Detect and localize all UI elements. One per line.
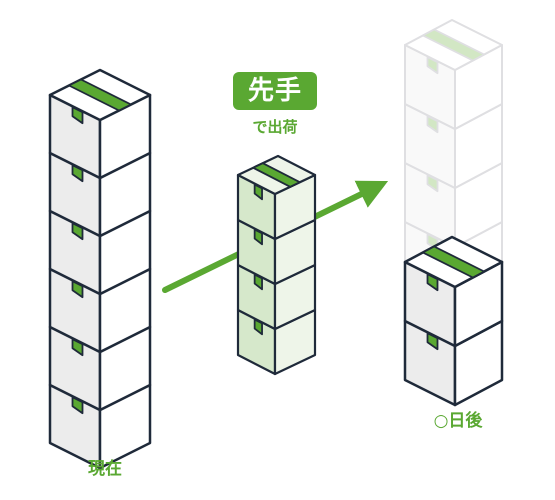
box: [236, 263, 317, 331]
box: [48, 93, 152, 180]
box: [403, 260, 504, 348]
shipped-ahead-stack: [236, 154, 317, 376]
box: [48, 383, 152, 470]
top-tape: [252, 162, 301, 188]
box: [403, 319, 504, 407]
shipping-subtitle: で出荷: [252, 118, 298, 136]
current-inventory-stack: [48, 68, 152, 470]
box: [48, 267, 152, 354]
tape-tab: [426, 174, 439, 193]
tape-tab: [426, 56, 439, 75]
box: [236, 308, 317, 376]
current-label: 現在: [88, 459, 122, 479]
box: [236, 218, 317, 286]
top-tape: [421, 245, 486, 279]
box: [404, 44, 503, 130]
box-top: [404, 19, 503, 71]
top-tape: [68, 78, 132, 112]
box: [236, 173, 317, 241]
box: [404, 162, 503, 248]
top-tape: [421, 28, 486, 62]
future-remaining-stack: [403, 235, 504, 407]
advance-shipping-badge: 先手: [233, 72, 317, 110]
box: [48, 209, 152, 296]
box: [48, 151, 152, 238]
future-label: ○日後: [433, 411, 483, 431]
tape-tab: [426, 115, 439, 134]
box: [404, 103, 503, 189]
